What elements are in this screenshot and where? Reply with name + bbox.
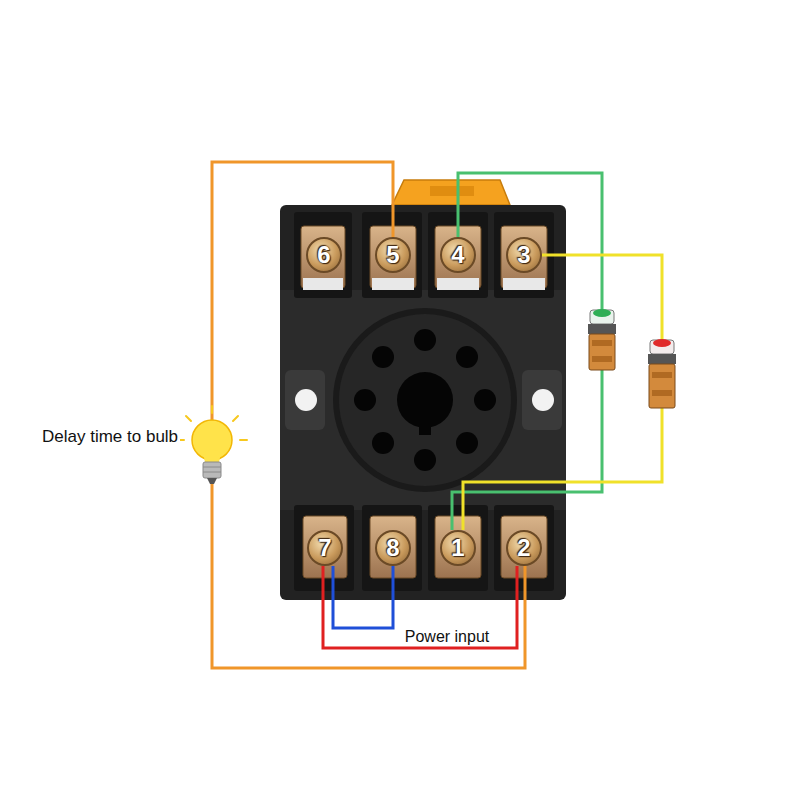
wire-path: [323, 566, 517, 648]
terminal-number: 5: [386, 243, 399, 267]
green-push-button: [588, 309, 616, 370]
terminal-number: 1: [451, 536, 464, 560]
terminal-number: 6: [317, 243, 330, 267]
wire: [463, 255, 662, 530]
bulb-label: Delay time to bulb: [40, 427, 180, 447]
terminal-number: 7: [318, 536, 331, 560]
terminal-number: 8: [386, 536, 399, 560]
power-label: Power input: [403, 628, 492, 646]
bulb-symbol: [177, 406, 247, 484]
terminal-circle: 3: [506, 237, 542, 273]
terminal-circle: 4: [440, 237, 476, 273]
terminal-circle: 8: [375, 530, 411, 566]
terminal-number: 2: [517, 536, 530, 560]
red-push-button: [648, 339, 676, 408]
terminal-circle: 7: [307, 530, 343, 566]
wire: [452, 173, 602, 530]
terminal-circle: 6: [306, 237, 342, 273]
terminal-circle: 1: [440, 530, 476, 566]
terminal-circle: 5: [375, 237, 411, 273]
terminal-circle: 2: [506, 530, 542, 566]
wire-path: [333, 566, 393, 628]
terminal-number: 4: [451, 243, 464, 267]
wire-path: [212, 162, 525, 668]
wire: [212, 162, 525, 668]
wire: [333, 566, 393, 628]
terminal-number: 3: [517, 243, 530, 267]
wire-path: [452, 173, 602, 530]
wire: [323, 566, 517, 648]
wire-path: [463, 255, 662, 530]
